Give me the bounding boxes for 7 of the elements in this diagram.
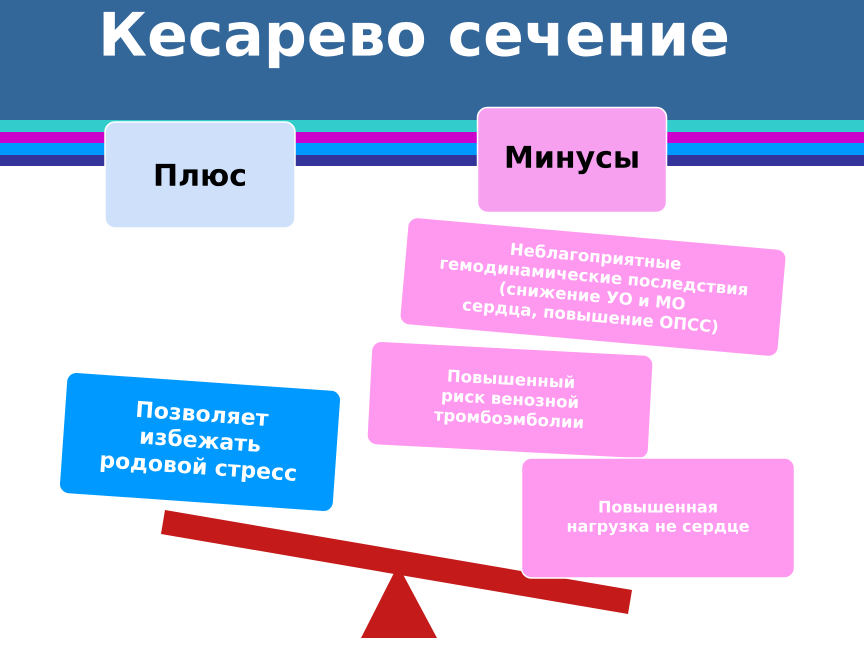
title: Кесарево сечение [104, 12, 728, 68]
heading-box: Минусы [476, 106, 668, 214]
card-box: Повышенный риск венозной тромбоэмболии [366, 340, 654, 460]
card-box: Позволяет избежать родовой стресс [58, 372, 342, 512]
card-box: Неблагоприятные гемодинамические последствия (снижение УО и МО сердца, повышение ОПСС) [399, 216, 787, 358]
heading-box: Плюс [104, 121, 296, 229]
card-box: Повышенная нагрузка не сердце [520, 457, 796, 579]
